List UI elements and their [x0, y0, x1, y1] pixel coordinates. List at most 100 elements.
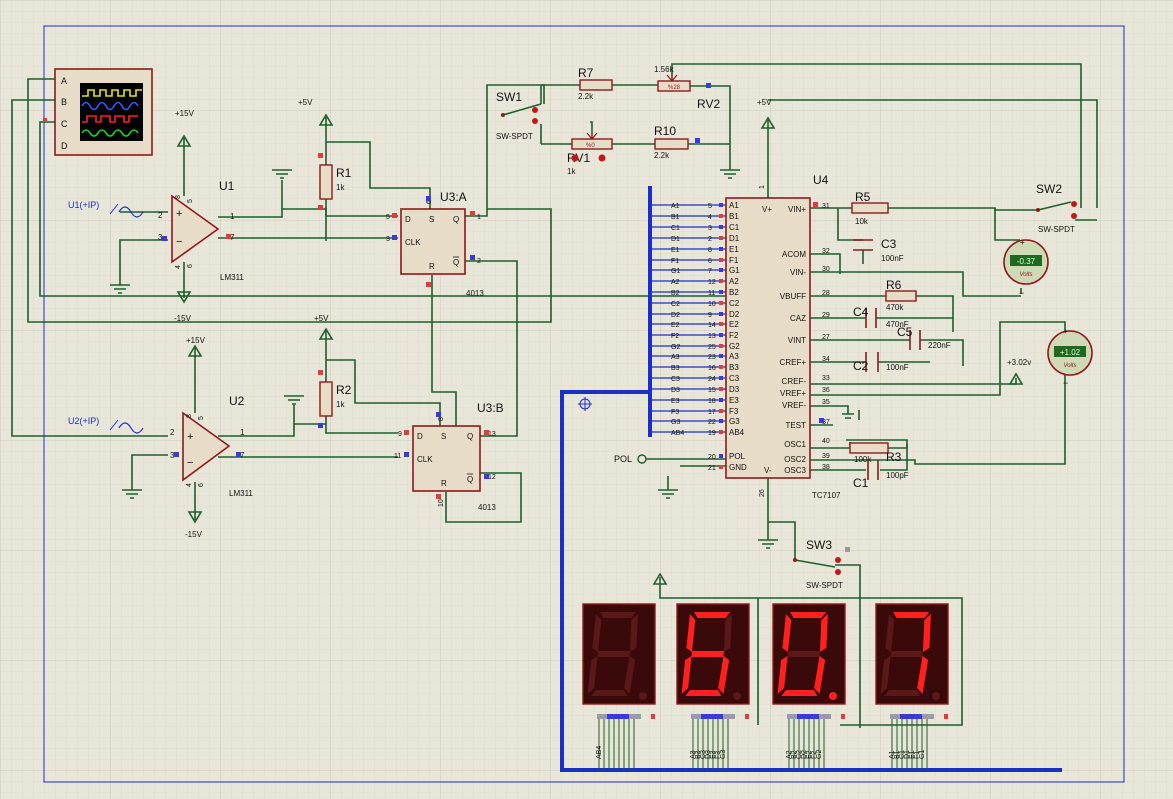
pin-marker — [841, 714, 845, 719]
display-pin-label: A1 — [889, 750, 896, 759]
segment-e — [587, 656, 598, 694]
u4-pin-number: 7 — [708, 268, 712, 275]
segment-a — [893, 612, 930, 618]
u4-part: TC7107 — [812, 491, 841, 500]
r6-value: 470k — [886, 303, 904, 312]
u2-input-label: U2(+IP) — [68, 416, 99, 426]
r5-value: 10k — [855, 217, 869, 226]
comparator-u1[interactable]: + − U1 LM311 +15V -15V U1(+IP) 2 3 1 7 8… — [68, 109, 244, 323]
r5-ref: R5 — [855, 190, 871, 204]
u4-pin-name: OSC1 — [784, 440, 806, 449]
display-pin-label: B1 — [894, 750, 901, 759]
adc-u4[interactable]: U4 TC7107 V+ 1 V- 26 A15A1B14B1C13C1D12D… — [671, 173, 841, 500]
resistor-r5[interactable]: R5 10k — [851, 190, 889, 226]
pin-marker — [719, 376, 723, 380]
resistor-r6[interactable]: R6 470k — [885, 278, 917, 312]
capacitor-c4[interactable]: C4 470nF — [853, 305, 909, 329]
u3b-part: 4013 — [478, 503, 496, 512]
u4-pin-name: VREF+ — [780, 389, 806, 398]
c4-value: 470nF — [886, 320, 909, 329]
sw3-ref: SW3 — [806, 538, 832, 552]
u4-pin-name: D2 — [729, 310, 740, 319]
voltmeter-2[interactable]: +1.02 Volts + − — [1047, 327, 1093, 388]
r2-ref: R2 — [336, 383, 352, 397]
resistor-r2[interactable]: R2 1k — [319, 381, 352, 417]
segment-g — [787, 651, 821, 657]
pin-marker — [719, 290, 723, 294]
switch-sw2[interactable]: SW2 SW-SPDT — [1036, 182, 1077, 234]
u3b-q: Q — [467, 432, 473, 441]
segment-e — [681, 656, 692, 694]
u4-pin-number: 18 — [708, 398, 716, 405]
u4-pin-number: 32 — [822, 248, 830, 255]
flipflop-u3b[interactable]: U3:B 4013 D S Q CLK R Q 9 8 11 13 10 12 — [394, 401, 504, 512]
rv1-increase-button[interactable] — [598, 154, 606, 162]
resistor-r7[interactable]: R7 2.2k — [578, 66, 613, 101]
pin-marker — [719, 409, 723, 413]
u1-vplus: +15V — [175, 109, 195, 118]
u2-vplus: +15V — [186, 336, 206, 345]
u4-pin-name: VIN- — [790, 268, 806, 277]
bus-net-label: C3 — [671, 376, 680, 383]
display-pin-label: G1 — [919, 750, 926, 759]
oscilloscope[interactable]: A B C D — [43, 68, 153, 156]
u4-pin-number: 39 — [822, 453, 830, 460]
capacitor-c2[interactable]: C2 100nF — [853, 352, 909, 373]
bus-net-label: D1 — [671, 236, 680, 243]
u1-pin-4: 4 — [175, 265, 182, 269]
u4-pin-name: G2 — [729, 342, 740, 351]
u4-pin-number: 28 — [822, 290, 830, 297]
pin-marker — [719, 301, 723, 305]
u1-pin-3: 3 — [158, 233, 163, 242]
segment-f — [686, 614, 696, 652]
u4-pin-name: D3 — [729, 385, 740, 394]
u3a-pin-2: 2 — [477, 258, 481, 265]
pol-terminal[interactable]: POL — [614, 454, 647, 464]
display-pin-strip-active — [900, 714, 922, 719]
data-bus — [560, 186, 1062, 772]
vm2-unit: Volts — [1063, 363, 1076, 369]
pin-marker — [719, 419, 723, 423]
capacitor-c5[interactable]: C5 220nF — [897, 325, 951, 350]
potentiometer-rv1[interactable]: %0 RV1 1k — [567, 132, 613, 176]
segment-f — [885, 614, 895, 652]
u3b-pin-13: 13 — [488, 431, 496, 438]
switch-sw3[interactable]: SW3 SW-SPDT — [793, 538, 843, 590]
bus-net-label: D3 — [671, 387, 680, 394]
segment-a — [790, 612, 827, 618]
potentiometer-rv2[interactable]: %28 1.56k RV2 — [654, 65, 720, 111]
r10-ref: R10 — [654, 124, 676, 138]
svg-text:+: + — [1063, 327, 1068, 336]
voltmeter-1[interactable]: -0.37 Volts + − — [1003, 238, 1049, 298]
rv1-decrease-button[interactable] — [571, 154, 579, 162]
c3-ref: C3 — [881, 237, 897, 251]
u4-pin-number: 20 — [708, 454, 716, 461]
comparator-u2[interactable]: + − U2 LM311 +15V -15V U2(+IP) 2 3 1 7 8… — [68, 336, 253, 539]
u4-pin-name: D1 — [729, 234, 740, 243]
resistor-r1[interactable]: R1 1k — [319, 164, 352, 200]
resistor-r10[interactable]: R10 2.2k — [654, 124, 689, 160]
u1-ref: U1 — [219, 179, 235, 193]
capacitor-c1[interactable]: C1 100pF — [853, 460, 909, 490]
supply-label-5v-r1: +5V — [298, 98, 313, 107]
flipflop-u3a[interactable]: U3:A 4013 D S Q CLK R Q 5 6 3 1 4 2 — [386, 190, 484, 298]
bus-cursor-marker — [578, 397, 592, 411]
switch-sw1[interactable]: SW1 SW-SPDT — [496, 85, 542, 144]
u4-pin-name: VINT — [788, 336, 806, 345]
capacitor-c3[interactable]: C3 100nF — [853, 237, 904, 263]
u4-pin-name: C1 — [729, 223, 740, 232]
bus-net-label: G3 — [671, 419, 680, 426]
pin-marker — [719, 203, 723, 207]
resistor-r3[interactable]: R3 100k — [849, 442, 902, 464]
supply-label-5v-u4: +5V — [757, 98, 772, 107]
bus-net-label: A3 — [671, 354, 680, 361]
u2-pin-2: 2 — [170, 428, 175, 437]
r7-value: 2.2k — [578, 92, 594, 101]
u4-pin-number: 17 — [708, 409, 716, 416]
u2-pin-5: 5 — [198, 416, 205, 420]
